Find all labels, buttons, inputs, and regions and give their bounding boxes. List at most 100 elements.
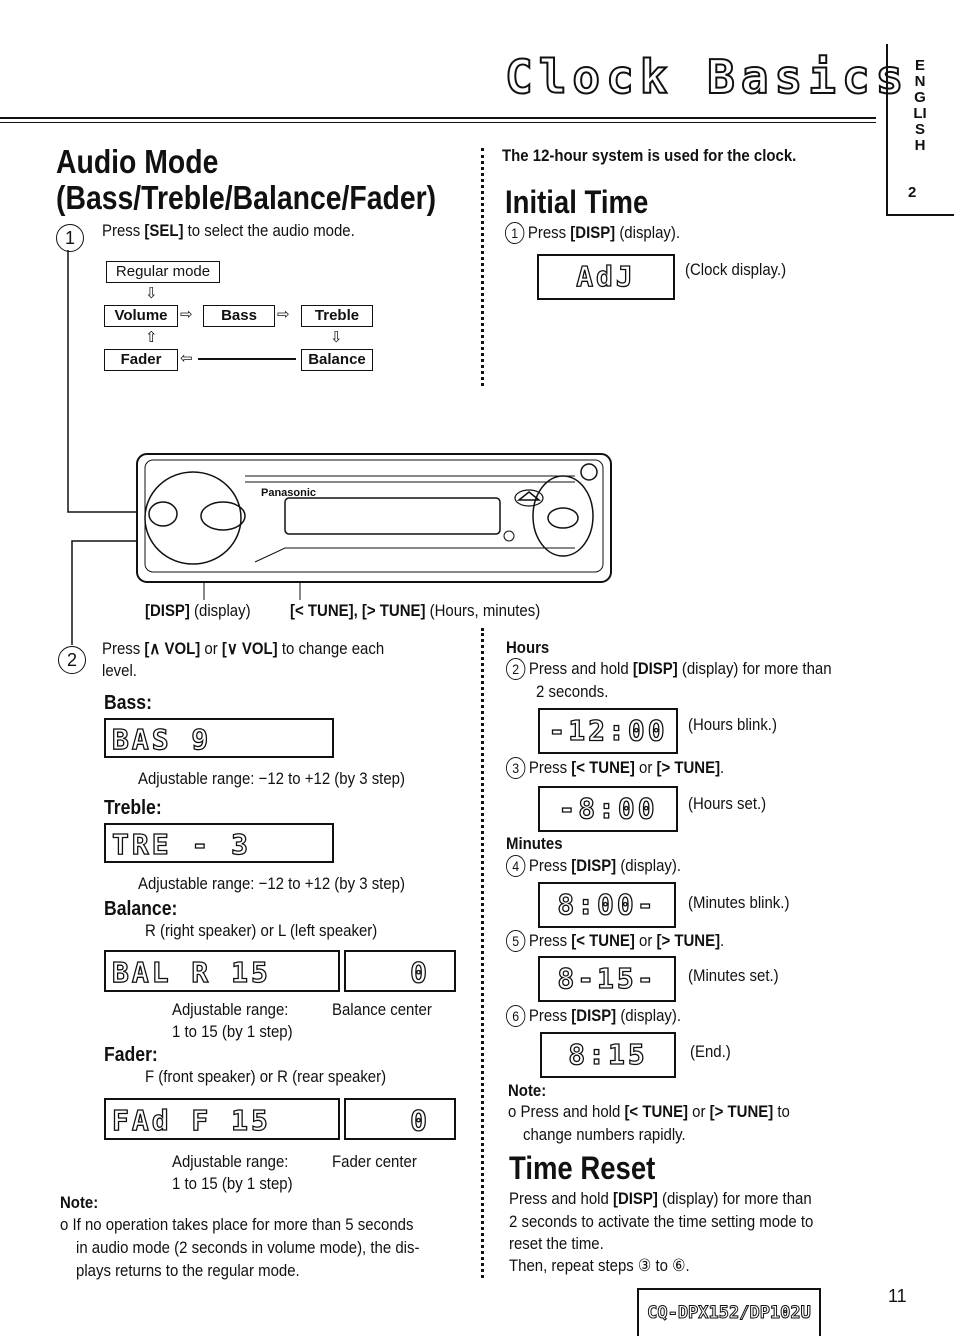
end-lcd: 8:15 <box>540 1032 676 1078</box>
disp-key: [DISP] <box>571 1006 617 1025</box>
text: or <box>634 931 657 950</box>
audio-mode-heading: Audio Mode (Bass/Treble/Balance/Fader) <box>56 143 437 216</box>
step-marker: 4 <box>506 855 526 877</box>
balance-desc: R (right speaker) or L (left speaker) <box>145 921 378 940</box>
tune-left-key: [< TUNE] <box>571 758 635 777</box>
page-title: Clock Basics <box>504 49 910 105</box>
disp-key: [DISP] <box>570 223 616 242</box>
text: to <box>773 1102 790 1121</box>
text: Press <box>102 221 145 240</box>
step-marker: 2 <box>506 658 526 680</box>
head-unit-illustration: Panasonic <box>136 453 612 583</box>
step-1-marker: 1 <box>56 224 84 252</box>
balance-label: Balance: <box>104 898 178 920</box>
text: or <box>688 1102 710 1121</box>
balance-range-1: Adjustable range: <box>172 1000 289 1019</box>
minutes-blink-note: (Minutes blink.) <box>688 893 790 912</box>
tune-left-key: [< TUNE] <box>624 1102 689 1121</box>
hours-label: Hours <box>506 638 550 657</box>
column-divider-bottom <box>481 628 484 1278</box>
balance-center-lcd: 0 <box>344 950 456 992</box>
clock-intro: The 12-hour system is used for the clock… <box>502 146 797 165</box>
text: . <box>720 931 725 950</box>
text: Press and hold <box>520 1102 625 1121</box>
fader-center-label: Fader center <box>332 1152 417 1171</box>
audio-note-line2: in audio mode (2 seconds in volume mode)… <box>76 1238 420 1257</box>
hours-blink-note: (Hours blink.) <box>688 715 777 734</box>
fader-range-1: Adjustable range: <box>172 1152 289 1171</box>
fader-box: Fader <box>104 349 178 371</box>
text: . <box>720 758 725 777</box>
reset-line3: reset the time. <box>509 1234 604 1253</box>
text: to select the audio mode. <box>183 221 355 240</box>
time-reset-heading: Time Reset <box>509 1150 656 1186</box>
bullet-icon: o <box>60 1215 73 1234</box>
audio-step-2-line1: Press [∧ VOL] or [∨ VOL] to change each <box>102 638 384 660</box>
balance-center-label: Balance center <box>332 1000 432 1019</box>
text: to change each <box>277 639 385 658</box>
balance-range-2: 1 to 15 (by 1 step) <box>172 1022 293 1041</box>
reset-line4: Then, repeat steps ③ to ⑥. <box>509 1256 690 1275</box>
bass-label: Bass: <box>104 692 152 714</box>
side-tab-number: 2 <box>908 184 917 201</box>
clock-note-line2: change numbers rapidly. <box>523 1125 686 1144</box>
header-rule-thin <box>0 122 876 123</box>
audio-step-2-line2: level. <box>102 661 137 680</box>
vol-down-key: [∨ VOL] <box>221 639 278 658</box>
tune-keys: [< TUNE], [> TUNE] <box>290 601 426 620</box>
model-number: CQ-DPX152/DP102U <box>637 1288 821 1336</box>
hours-step-2-line2: 2 seconds. <box>536 682 609 701</box>
text: (Hours, minutes) <box>425 601 541 620</box>
initial-time-heading: Initial Time <box>505 184 649 220</box>
fader-lcd: FAd F 15 <box>104 1098 340 1140</box>
adj-lcd: AdJ <box>537 254 675 300</box>
vol-up-key: [∧ VOL] <box>144 639 201 658</box>
arrow-left-icon: ⇦ <box>180 350 193 367</box>
text: (display). <box>616 1006 682 1025</box>
text: (display) for more than <box>677 659 832 678</box>
treble-box: Treble <box>301 305 373 327</box>
disp-key: [DISP] <box>571 856 617 875</box>
minutes-blink-lcd: 8:00- <box>538 882 676 928</box>
step-marker: 1 <box>505 222 525 244</box>
hours-set-lcd: -8:00 <box>538 786 678 832</box>
adj-note: (Clock display.) <box>685 260 787 279</box>
fader-range-2: 1 to 15 (by 1 step) <box>172 1174 293 1193</box>
text: (display) <box>189 601 251 620</box>
audio-step-1-text: Press [SEL] to select the audio mode. <box>102 220 355 242</box>
regular-mode-box: Regular mode <box>106 261 220 283</box>
text: or <box>634 758 657 777</box>
volume-box: Volume <box>104 305 178 327</box>
text: Press and hold <box>528 659 633 678</box>
arrow-right-icon: ⇨ <box>180 306 193 323</box>
text: Press <box>528 1006 572 1025</box>
page-number: 11 <box>888 1286 907 1306</box>
arrow-down-icon: ⇩ <box>145 285 158 302</box>
arrow-down-icon: ⇩ <box>330 329 343 346</box>
language-side-tab: ENGLISH 2 <box>886 44 954 216</box>
text: Press <box>528 856 572 875</box>
audio-note-line3: plays returns to the regular mode. <box>76 1261 300 1280</box>
end-note: (End.) <box>690 1042 731 1061</box>
text: (display). <box>616 856 682 875</box>
disp-callout-label: [DISP] (display) <box>145 600 251 622</box>
treble-range: Adjustable range: −12 to +12 (by 3 step) <box>138 874 405 893</box>
device-brand: Panasonic <box>261 487 316 499</box>
step-marker: 3 <box>506 757 526 779</box>
text: (display). <box>615 223 681 242</box>
language-label: ENGLISH <box>913 57 927 154</box>
fader-center-lcd: 0 <box>344 1098 456 1140</box>
tune-right-key: [> TUNE] <box>709 1102 774 1121</box>
bass-box: Bass <box>203 305 275 327</box>
text: (display) for more than <box>657 1189 812 1208</box>
header-rule <box>0 117 876 119</box>
treble-lcd: TRE - 3 <box>104 823 334 863</box>
fader-desc: F (front speaker) or R (rear speaker) <box>145 1067 387 1086</box>
text: Press <box>528 758 572 777</box>
text: Press <box>527 223 571 242</box>
disp-key: [DISP] <box>612 1189 658 1208</box>
